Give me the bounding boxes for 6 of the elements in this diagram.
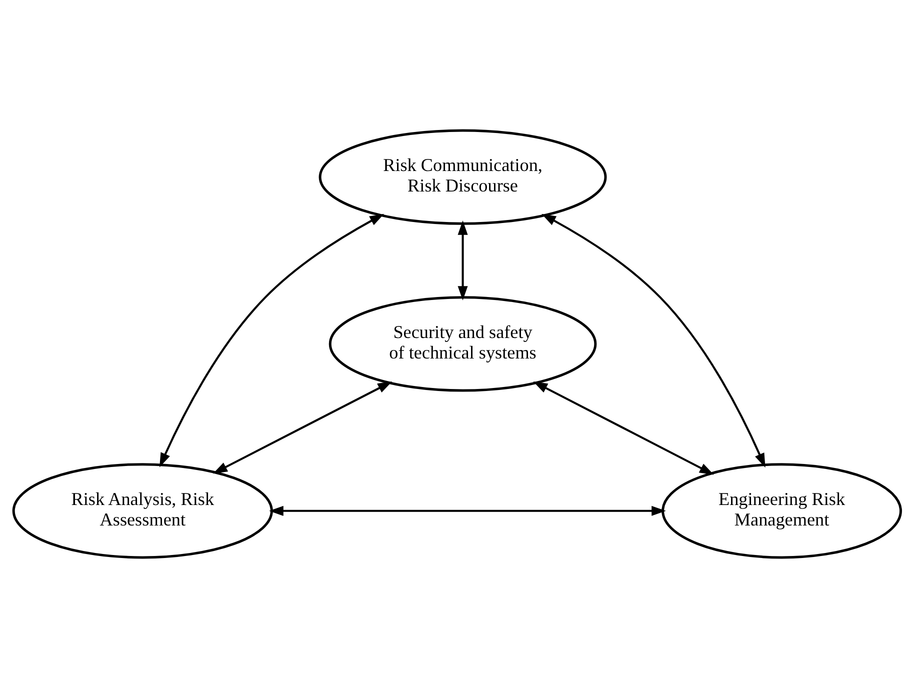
arrow — [269, 506, 666, 516]
arrow — [542, 214, 766, 468]
arrow — [533, 381, 714, 475]
arrow — [458, 220, 468, 300]
arrow — [160, 214, 384, 468]
arrow — [213, 381, 392, 474]
